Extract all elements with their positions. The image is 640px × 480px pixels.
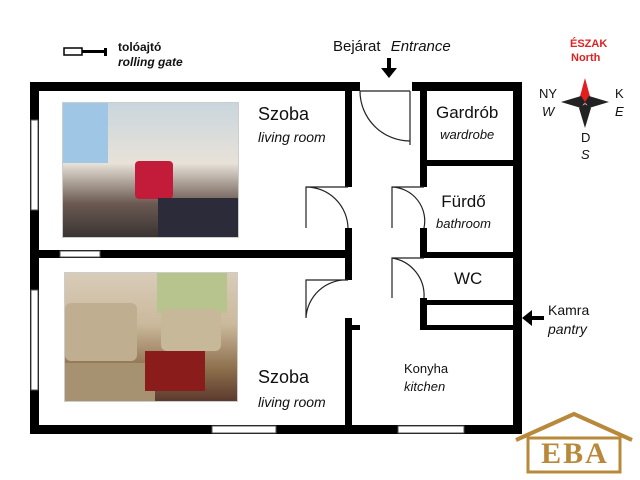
entrance-label-en: Entrance [390, 38, 451, 55]
windows [30, 119, 465, 434]
room-living-bottom-en: living room [258, 394, 326, 410]
pantry-label-en: pantry [548, 321, 587, 337]
doors [305, 90, 426, 319]
room-living-top-en: living room [258, 129, 326, 145]
compass-s: S [581, 147, 590, 162]
room-kitchen-en: kitchen [404, 379, 446, 394]
room-bathroom-hu: Fürdő [441, 192, 486, 211]
compass-k: K [615, 86, 624, 101]
legend-label-hu: tolóajtó [118, 40, 162, 54]
room-living-top: Szoba living room [258, 104, 326, 145]
eba-logo-icon [515, 411, 633, 474]
room-wardrobe-hu: Gardrób [436, 103, 499, 122]
compass-d: D [581, 130, 591, 145]
legend: tolóajtó rolling gate [118, 40, 183, 70]
pantry-label: Kamra pantry [548, 302, 589, 337]
living-room-top-photo [62, 102, 239, 238]
pantry-arrow-icon [522, 310, 544, 326]
room-living-bottom: Szoba living room [258, 367, 326, 410]
entrance-label-hu: Bejárat [333, 38, 381, 55]
room-wc: WC [454, 269, 483, 288]
room-kitchen: Konyha kitchen [404, 361, 448, 394]
room-wardrobe-en: wardrobe [440, 127, 495, 142]
room-bathroom: Fürdő bathroom [436, 192, 491, 231]
entrance-label: Bejárat Entrance [333, 38, 451, 55]
compass-e: E [615, 104, 624, 119]
room-living-top-hu: Szoba [258, 104, 310, 124]
pantry-label-hu: Kamra [548, 302, 590, 318]
compass-north-en: North [571, 52, 601, 64]
room-bathroom-en: bathroom [436, 216, 491, 231]
legend-label-en: rolling gate [118, 55, 183, 69]
compass-ny: NY [539, 86, 558, 101]
room-kitchen-hu: Konyha [404, 361, 449, 376]
entrance-arrow-icon [381, 58, 397, 78]
compass-north-hu: ÉSZAK [570, 38, 608, 50]
room-living-bottom-hu: Szoba [258, 367, 310, 387]
eba-logo-text: EBA [541, 437, 609, 470]
room-wardrobe: Gardrób wardrobe [436, 103, 498, 142]
rolling-gate-symbol [63, 47, 107, 56]
compass-icon [561, 78, 609, 128]
living-room-bottom-photo [64, 272, 238, 402]
compass-w: W [542, 104, 555, 119]
